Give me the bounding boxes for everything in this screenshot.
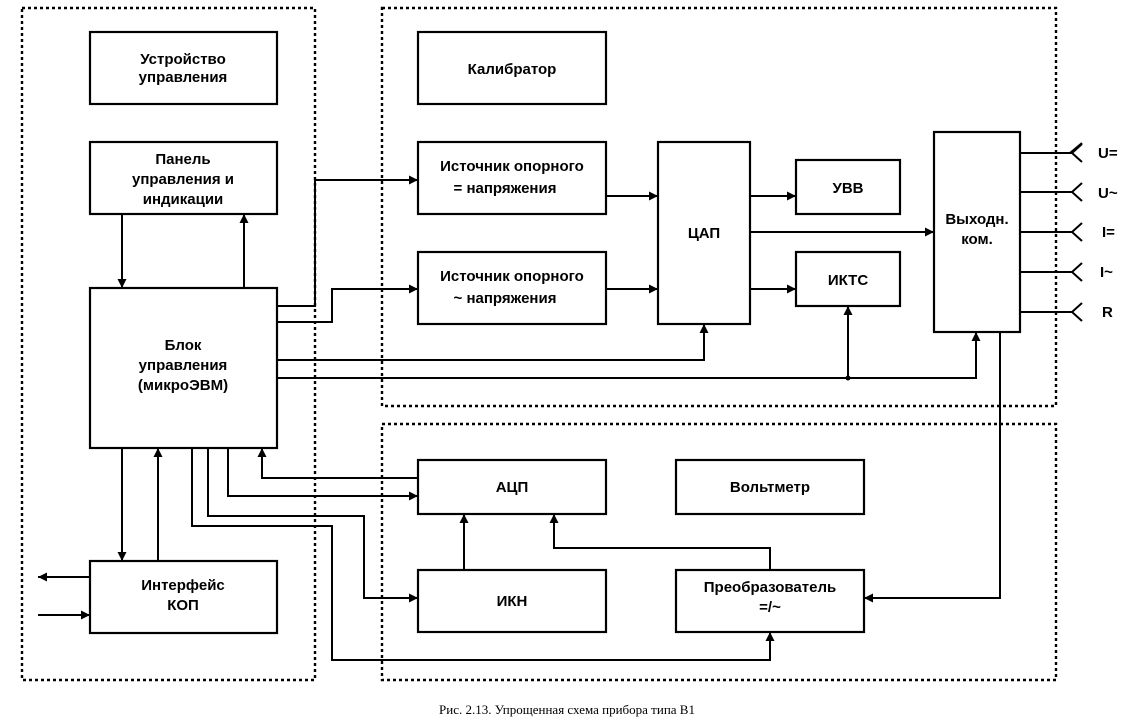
output-r: R — [1102, 304, 1113, 321]
src-ac-label: Источник опорного~ напряжения — [440, 268, 584, 307]
uvv-block — [794, 158, 902, 216]
output-u-ac: U~ — [1098, 185, 1118, 202]
out-switch-to-converter-arrow — [864, 332, 1001, 603]
uvv-label: УВВ — [833, 180, 864, 197]
voltmeter-label: Вольтметр — [730, 479, 810, 496]
src-dc-block — [416, 140, 608, 216]
src-ac-block — [416, 250, 608, 326]
junction-dot — [845, 375, 851, 381]
output-i-ac: I~ — [1100, 264, 1113, 281]
unit-to-dac-arrow — [277, 324, 709, 361]
control-device-block — [88, 30, 279, 106]
adc-to-unit-arrow — [257, 448, 418, 479]
control-unit-block — [88, 286, 279, 450]
converter-block — [674, 568, 866, 634]
interface-block — [88, 559, 279, 635]
adc-label: АЦП — [496, 479, 529, 496]
ikts-label: ИКТС — [828, 272, 868, 289]
ikn-block — [416, 568, 608, 634]
out-switch-block — [932, 130, 1022, 334]
output-i-dc: I= — [1102, 224, 1115, 241]
src-dc-label: Источник опорного= напряжения — [440, 158, 584, 197]
output-terminals — [1020, 142, 1083, 322]
ikts-block — [794, 250, 902, 308]
calibrator-label: Калибратор — [468, 61, 557, 78]
calibrator-block — [416, 30, 608, 106]
adc-block — [416, 458, 608, 516]
unit-to-ikn-arrow — [207, 448, 418, 603]
group-control — [20, 6, 317, 682]
group-voltmeter — [380, 422, 1058, 682]
voltmeter-block — [674, 458, 866, 516]
converter-label: Преобразователь=/~ — [704, 579, 836, 616]
dac-label: ЦАП — [688, 225, 720, 242]
unit-to-converter-arrow — [191, 448, 775, 661]
out-switch-label: Выходн.ком. — [945, 211, 1008, 248]
ikn-label: ИКН — [497, 593, 528, 610]
figure-caption: Рис. 2.13. Упрощенная схема прибора типа… — [439, 702, 695, 717]
unit-to-out-switch-arrow — [277, 332, 981, 379]
group-calibrator — [380, 6, 1058, 408]
unit-to-src-dc-arrow — [277, 175, 418, 307]
output-u-dc: U= — [1098, 145, 1118, 162]
unit-to-adc-arrow — [227, 448, 418, 501]
panel-block — [88, 140, 279, 216]
unit-to-src-ac-arrow — [277, 284, 418, 323]
converter-to-adc-arrow — [549, 514, 771, 570]
